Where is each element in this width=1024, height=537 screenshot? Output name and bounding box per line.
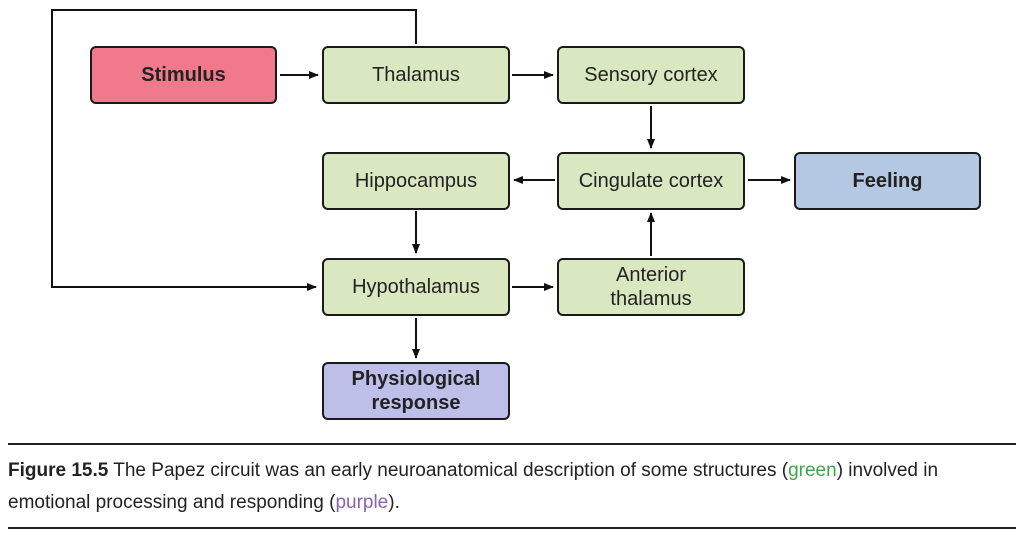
connector-arrows [51,9,791,359]
figure-label: Figure 15.5 [8,460,109,481]
feeling-node: Feeling [794,152,981,210]
stimulus-label: Stimulus [141,64,226,86]
hypothalamus-node: Hypothalamus [322,258,510,316]
cingulate-cortex-label: Cingulate cortex [578,170,724,192]
caption-text-1: The Papez circuit was an early neuroanat… [108,460,789,481]
caption-green-word: green [788,460,837,481]
thalamus-node: Thalamus [322,46,510,104]
caption-bottom-rule [8,527,1016,529]
sensory-cortex-label: Sensory cortex [584,64,718,86]
caption-purple-word: purple [335,492,389,513]
feeling-label: Feeling [852,170,923,192]
anterior-thalamus-node: Anterior thalamus [557,258,745,316]
anterior-thalamus-label-line2: thalamus [610,288,692,310]
stimulus-node: Stimulus [90,46,277,104]
cingulate-cortex-node: Cingulate cortex [557,152,745,210]
physiological-response-node: Physiological response [322,362,510,420]
figure-caption: Figure 15.5 The Papez circuit was an ear… [8,455,1016,519]
physiological-response-label-line1: Physiological [351,368,481,390]
caption-top-rule [8,443,1016,445]
thalamus-label: Thalamus [372,64,460,86]
arrow-thalamus-loop-to-hypothalamus [51,9,417,291]
hypothalamus-label: Hypothalamus [352,276,480,298]
caption-text-3: ). [388,492,400,513]
anterior-thalamus-label-line1: Anterior [615,264,687,286]
papez-circuit-diagram: Stimulus Thalamus Sensory cortex Hippoca… [51,9,981,420]
sensory-cortex-node: Sensory cortex [557,46,745,104]
hippocampus-node: Hippocampus [322,152,510,210]
caption-text-2: ) involved in emotional processing and r… [8,460,939,513]
hippocampus-label: Hippocampus [354,170,478,192]
physiological-response-label-line2: response [371,392,461,414]
